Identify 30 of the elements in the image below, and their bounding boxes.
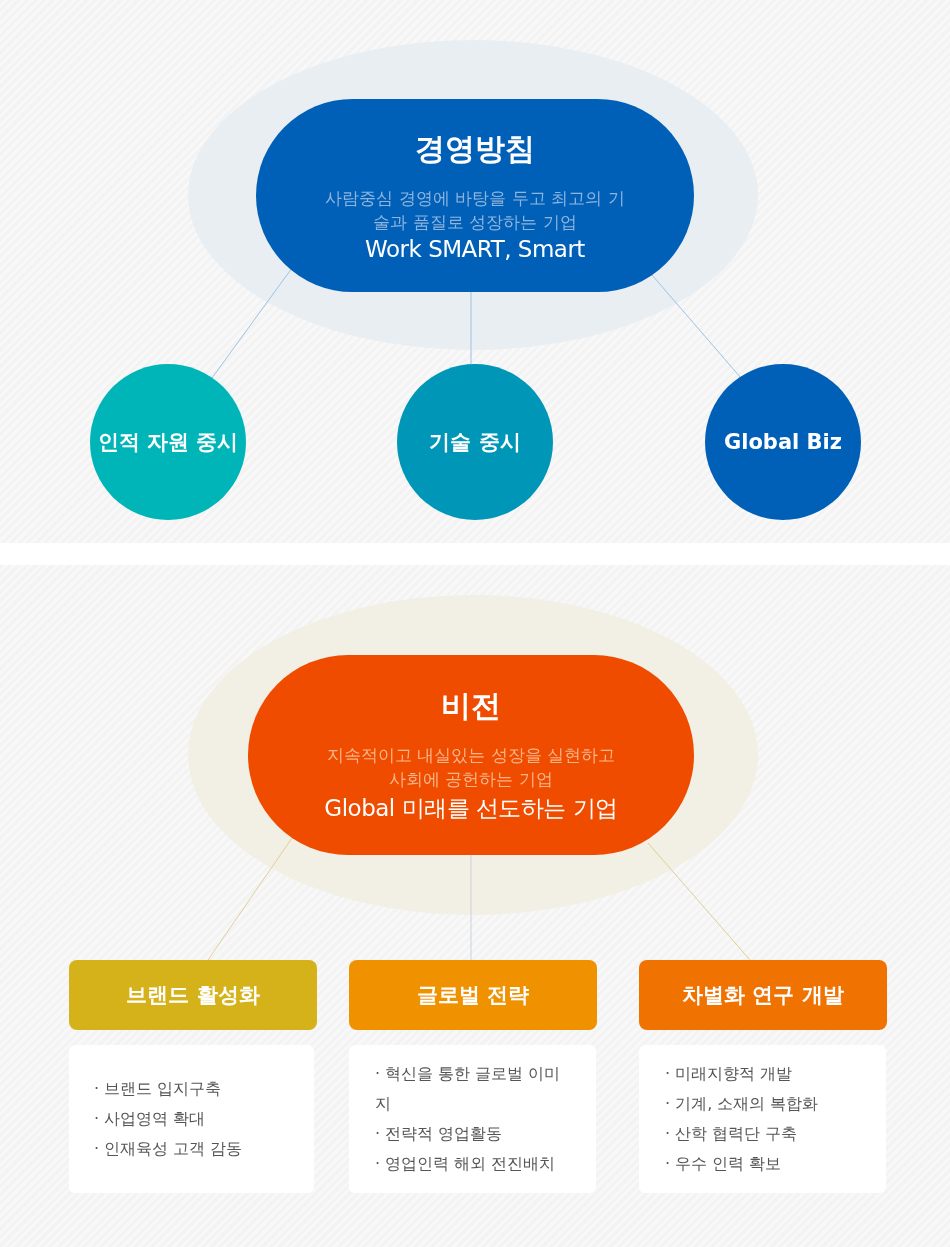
node-label: 기술 중시 (429, 429, 521, 456)
bullet-item: · 혁신을 통한 글로벌 이미지 (375, 1063, 562, 1115)
bullet-item: · 산학 협력단 구축 (665, 1123, 799, 1145)
bullet-item: · 기계, 소재의 복합화 (665, 1093, 820, 1115)
connector-line (207, 837, 293, 961)
connector-line (651, 274, 742, 379)
node-label: 글로벌 전략 (416, 982, 530, 1009)
bullet-item: · 미래지향적 개발 (665, 1063, 794, 1085)
bullet-item: · 사업영역 확대 (94, 1108, 207, 1130)
connector-line (647, 842, 751, 961)
node-label: 브랜드 활성화 (126, 982, 260, 1009)
connector-line (470, 291, 472, 365)
header-box (639, 960, 887, 1030)
bullet-item: · 전략적 영업활동 (375, 1123, 504, 1145)
bullet-item: · 브랜드 입지구축 (94, 1078, 223, 1100)
bullet-item: · 우수 인력 확보 (665, 1153, 783, 1175)
connector-line (211, 267, 293, 379)
node-label: Global Biz (724, 430, 842, 454)
node-label: 인적 자원 중시 (97, 429, 239, 456)
slogan: Global 미래를 선도하는 기업 (324, 794, 618, 823)
title: 경영방침 (415, 130, 535, 168)
title: 비전 (441, 687, 501, 725)
subtitle: 사람중심 경영에 바탕을 두고 최고의 기술과 품질로 성장하는 기업 (325, 187, 625, 234)
node-label: 차별화 연구 개발 (682, 982, 844, 1009)
bullet-item: · 영업인력 해외 전진배치 (375, 1153, 557, 1175)
slogan: Work SMART, Smart (365, 236, 585, 262)
header-box (69, 960, 317, 1030)
header-box (349, 960, 597, 1030)
subtitle: 지속적이고 내실있는 성장을 실현하고 사회에 공헌하는 기업 (325, 744, 617, 791)
bullet-item: · 인재육성 고객 감동 (94, 1138, 244, 1160)
